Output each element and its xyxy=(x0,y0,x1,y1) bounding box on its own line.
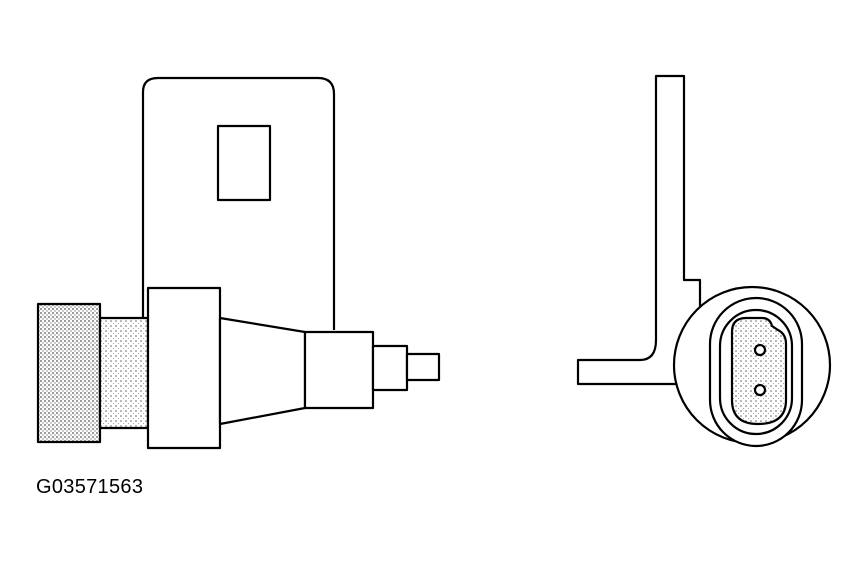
terminal-pin-top xyxy=(753,343,767,357)
l-bracket xyxy=(576,74,702,386)
plunger-base xyxy=(371,344,409,392)
connector-body xyxy=(303,330,375,410)
sensor-shaft xyxy=(98,316,150,430)
hex-nut xyxy=(36,302,102,444)
terminal-insert xyxy=(730,316,788,426)
sensor-housing xyxy=(146,286,222,450)
sensor-end-view xyxy=(576,74,832,448)
terminal-pin-bottom xyxy=(753,383,767,397)
plunger-tip xyxy=(405,352,441,382)
bracket-window xyxy=(216,124,272,202)
tapered-section xyxy=(218,316,307,426)
sensor-side-view xyxy=(36,76,441,450)
figure-id-label: G03571563 xyxy=(36,476,144,498)
